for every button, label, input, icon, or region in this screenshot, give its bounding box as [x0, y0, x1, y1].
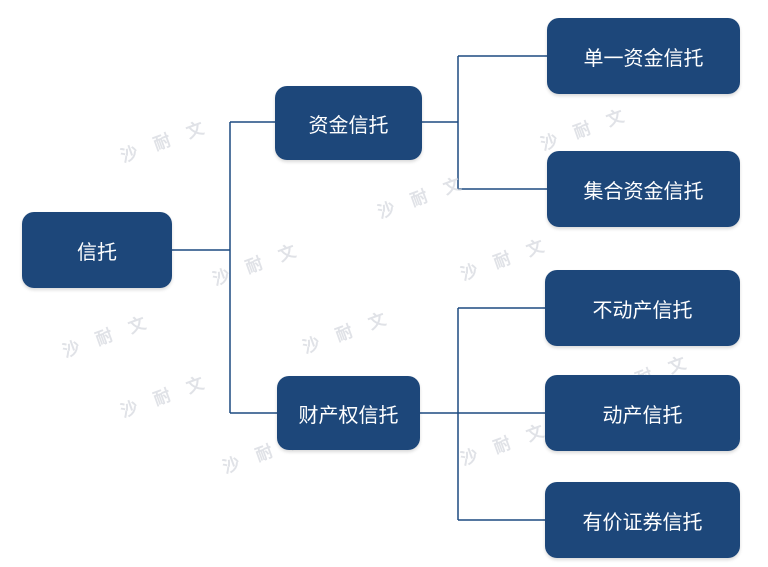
node-leaf-movable-property-trust: 动产信托: [545, 375, 740, 451]
node-leaf-securities-trust: 有价证券信托: [545, 482, 740, 558]
node-leaf-real-estate-trust: 不动产信托: [545, 270, 740, 346]
node-branch-fund-trust: 资金信托: [275, 86, 422, 160]
node-branch-property-trust: 财产权信托: [277, 376, 420, 450]
node-root: 信托: [22, 212, 172, 288]
node-leaf-collective-fund-trust: 集合资金信托: [547, 151, 740, 227]
node-leaf-single-fund-trust: 单一资金信托: [547, 18, 740, 94]
